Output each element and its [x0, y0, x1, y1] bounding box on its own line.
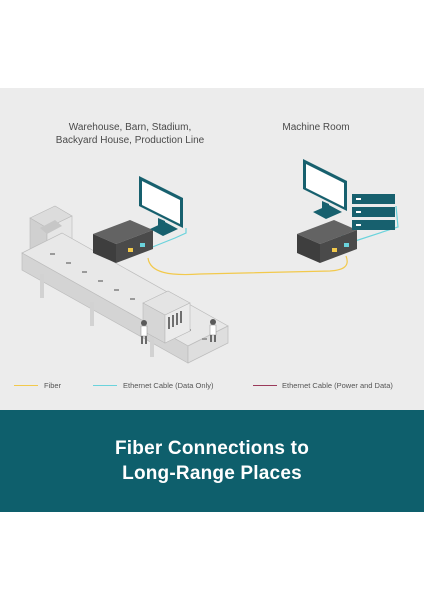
- location-label-left: Warehouse, Barn, Stadium, Backyard House…: [55, 122, 205, 146]
- legend-swatch-fiber: [14, 385, 38, 386]
- title-banner: Fiber Connections to Long-Range Places: [0, 410, 424, 512]
- banner-title: Fiber Connections to Long-Range Places: [115, 438, 309, 484]
- legend-swatch-ethernet-power: [253, 385, 277, 386]
- legend-label-fiber: Fiber: [44, 381, 62, 390]
- worker-icon: [209, 319, 217, 342]
- fiber-cable: [147, 255, 348, 276]
- ethernet-cable-left: [149, 228, 187, 249]
- legend-swatch-ethernet-data: [93, 385, 117, 386]
- ethernet-cable-right: [351, 205, 399, 243]
- location-label-right: Machine Room: [282, 122, 350, 133]
- media-converter-icon: [93, 220, 153, 263]
- monitor-icon: [303, 159, 347, 219]
- worker-icon: [140, 320, 148, 344]
- legend-label-ethernet-power: Ethernet Cable (Power and Data): [282, 381, 393, 390]
- media-converter-icon: [297, 220, 357, 263]
- server-rack-icon: [352, 194, 395, 230]
- diagram-panel: Warehouse, Barn, Stadium, Backyard House…: [0, 88, 424, 410]
- legend-label-ethernet-data: Ethernet Cable (Data Only): [123, 381, 214, 390]
- network-diagram: [21, 159, 399, 364]
- monitor-icon: [139, 176, 183, 236]
